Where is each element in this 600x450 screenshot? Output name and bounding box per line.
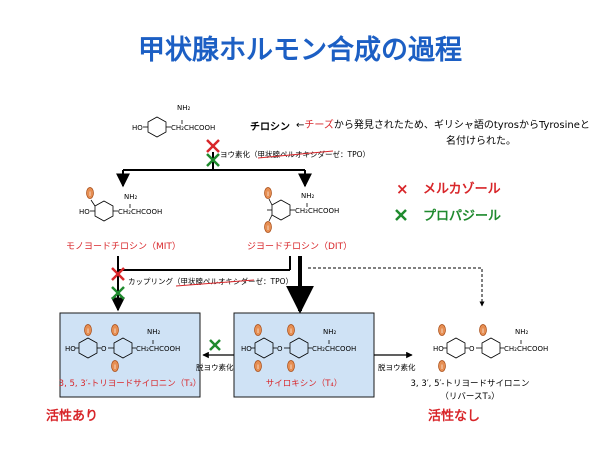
svg-text:I: I [257,328,259,335]
x-mark-step1 [206,139,220,153]
rt3-label-line-1: 3, 3′, 5′-トリヨードサイロニン [411,379,530,389]
svg-text:NH₂: NH₂ [301,192,315,200]
svg-text:HO: HO [65,345,76,353]
page-title: 甲状腺ホルモン合成の過程 [138,35,462,66]
active-label: 活性あり [46,408,98,424]
iodine-icon [264,187,272,199]
iodine-icon [84,324,92,336]
svg-text:I: I [267,225,269,232]
tyrosine-name: チロシン [250,121,290,133]
svg-text:I: I [114,328,116,335]
dit-structure: NH₂ CH₂CHCOOH I I [264,187,339,233]
note-arrow: ← [296,120,305,131]
iodine-icon [111,360,119,372]
tyrosine-structure: HO NH₂ CH₂CHCOOH [132,104,215,138]
step2-enzyme: 甲状腺ペルオキシダーゼ [181,276,264,286]
iodine-icon [438,324,446,336]
arrow-dashed-to-rt3 [308,267,485,307]
tyrosine-note-line-1: ←チーズから発見されたため、ギリシャ語のtyrosからTyrosineと [296,116,590,131]
note-text-1: から発見されたため、ギリシャ語のtyrosからTyrosineと [333,120,590,131]
dit-label: ジヨードチロシン（DIT） [247,241,352,252]
tyrosine-ho: HO [132,124,143,132]
rt3-label-line-2: （リバースT₃） [440,391,499,402]
t4-structure: HO O NH₂ CH₂CHCOOH I I I I [241,324,356,372]
inactive-label: 活性なし [428,408,480,424]
deiod-left-label: 脱ヨウ素化 [196,362,234,372]
svg-text:I: I [482,328,484,335]
svg-text:CH₂CHCOOH: CH₂CHCOOH [504,345,548,353]
legend-ptu-label: プロパジール [423,209,501,224]
iodine-icon [287,324,295,336]
mit-label: モノヨードチロシン（MIT） [66,241,181,252]
svg-text:I: I [87,328,89,335]
iodine-icon [264,221,272,233]
svg-text:NH₂: NH₂ [124,193,138,201]
svg-text:NH₂: NH₂ [515,328,529,336]
svg-text:CH₂CHCOOH: CH₂CHCOOH [136,345,180,353]
step1-strike [257,150,334,159]
legend-check-icon [395,209,407,221]
tyrosine-note-line-2: 名付けられた。 [446,136,516,147]
svg-text:NH₂: NH₂ [323,328,337,336]
svg-text:HO: HO [79,208,90,216]
iodine-icon [111,324,119,336]
x-mark-step2 [111,267,125,281]
svg-text:I: I [290,364,292,371]
t3-structure: HO O NH₂ CH₂CHCOOH I I I [65,324,180,372]
t4-label: サイロキシン（T₄） [266,378,343,389]
svg-text:I: I [267,191,269,198]
svg-text:CH₂CHCOOH: CH₂CHCOOH [295,207,339,215]
svg-text:I: I [441,328,443,335]
iodine-icon [287,360,295,372]
tyrosine-nh2: NH₂ [177,104,191,112]
svg-text:NH₂: NH₂ [147,328,161,336]
legend-methimazole-label: メルカゾール [423,181,501,197]
svg-text:I: I [290,328,292,335]
svg-text:HO: HO [241,345,252,353]
svg-text:I: I [114,364,116,371]
svg-text:CH₂CHCOOH: CH₂CHCOOH [312,345,356,353]
svg-text:HO: HO [433,345,444,353]
t3-label: 3, 5, 3′-トリヨードサイロニン（T₃） [59,378,202,389]
rt3-structure: HO O NH₂ CH₂CHCOOH I I I [433,324,548,372]
iodine-icon [438,360,446,372]
iodine-icon [86,187,94,199]
svg-text:O: O [277,345,283,353]
deiod-right-label: 脱ヨウ素化 [378,362,416,372]
svg-text:CH₂CHCOOH: CH₂CHCOOH [118,208,162,216]
legend-x-icon: × [396,180,409,198]
check-mark-step1 [206,153,220,167]
svg-text:I: I [441,364,443,371]
svg-text:I: I [257,364,259,371]
step2-label: カップリング（甲状腺ペルオキシダーゼ：TPO） [128,276,293,286]
iodine-icon [254,360,262,372]
step1-label: ヨウ素化（甲状腺ペルオキシダーゼ：TPO） [220,149,370,159]
check-mark-deiod [209,339,221,351]
tyrosine-chain: CH₂CHCOOH [171,124,215,132]
svg-text:O: O [101,345,107,353]
mit-structure: HO NH₂ CH₂CHCOOH I [79,187,162,222]
iodine-icon [479,324,487,336]
svg-text:I: I [89,191,91,198]
iodine-icon [254,324,262,336]
step2-strike [175,279,255,287]
svg-text:O: O [469,345,475,353]
note-cheese-word: チーズ [304,120,334,131]
check-mark-step2 [111,286,125,300]
